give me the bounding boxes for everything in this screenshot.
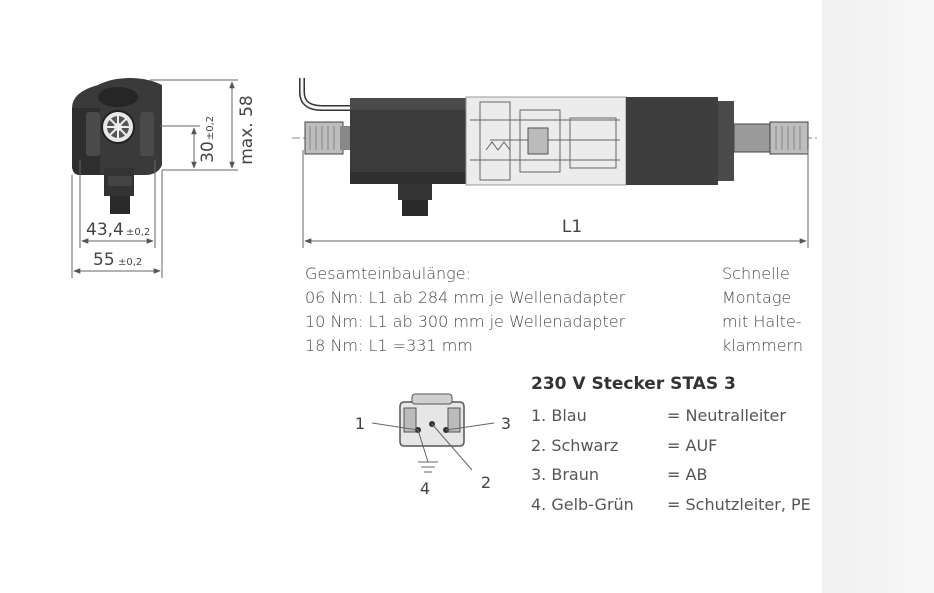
motor-side-view bbox=[292, 78, 818, 216]
pin-label-2: 2 bbox=[481, 473, 491, 492]
right-sidebar-panel bbox=[822, 0, 934, 593]
dim-55-tolerance: ±0,2 bbox=[118, 257, 142, 268]
pin-row: 1. Blau = Neutralleiter bbox=[531, 401, 811, 431]
pin-assignment-list: 1. Blau = Neutralleiter 2. Schwarz = AUF… bbox=[531, 401, 811, 519]
install-length-line-06nm: 06 Nm: L1 ab 284 mm je Wellenadapter bbox=[305, 288, 626, 307]
pin-label-4: 4 bbox=[420, 479, 430, 498]
mounting-note-line: mit Halte- bbox=[722, 312, 802, 331]
pin-description: = AB bbox=[667, 465, 708, 484]
dim-30: 30 bbox=[198, 141, 218, 163]
dim-30-tolerance: ±0,2 bbox=[205, 116, 216, 140]
install-length-line-10nm: 10 Nm: L1 ab 300 mm je Wellenadapter bbox=[305, 312, 626, 331]
connector-schematic bbox=[371, 393, 495, 473]
pin-description: = AUF bbox=[667, 435, 718, 455]
dim-55: 55 bbox=[93, 250, 115, 270]
mounting-note-line: klammern bbox=[722, 336, 803, 355]
mounting-note: Schnelle Montage mit Halte- klammern bbox=[722, 262, 803, 358]
pin-name: 3. Braun bbox=[531, 465, 599, 484]
dim-43-tolerance: ±0,2 bbox=[126, 227, 150, 238]
pin-name: 1. Blau bbox=[531, 406, 587, 425]
motor-end-view bbox=[72, 78, 162, 214]
pin-row: 3. Braun = AB bbox=[531, 460, 811, 490]
dim-max58: max. 58 bbox=[237, 95, 257, 164]
mounting-note-line: Schnelle bbox=[722, 264, 790, 283]
install-length-line-18nm: 18 Nm: L1 =331 mm bbox=[305, 336, 473, 355]
dim-43: 43,4 bbox=[86, 220, 124, 240]
pin-description: = Schutzleiter, PE bbox=[667, 494, 811, 514]
pin-description: = Neutralleiter bbox=[667, 406, 786, 425]
pin-row: 4. Gelb-Grün = Schutzleiter, PE bbox=[531, 490, 811, 520]
install-length-block: Gesamteinbaulänge: 06 Nm: L1 ab 284 mm j… bbox=[305, 262, 625, 358]
install-length-heading: Gesamteinbaulänge: bbox=[305, 264, 471, 283]
mounting-note-line: Montage bbox=[722, 288, 792, 307]
connector-title: 230 V Stecker STAS 3 bbox=[531, 374, 736, 394]
pin-name: 2. Schwarz bbox=[531, 435, 619, 455]
end-view-dimension-lines bbox=[71, 79, 238, 278]
pin-name: 4. Gelb-Grün bbox=[531, 494, 634, 514]
pin-label-3: 3 bbox=[501, 414, 511, 433]
length-dimension-line bbox=[302, 150, 809, 248]
pin-label-1: 1 bbox=[355, 414, 365, 433]
dim-L1: L1 bbox=[562, 217, 582, 237]
pin-row: 2. Schwarz = AUF bbox=[531, 431, 811, 461]
